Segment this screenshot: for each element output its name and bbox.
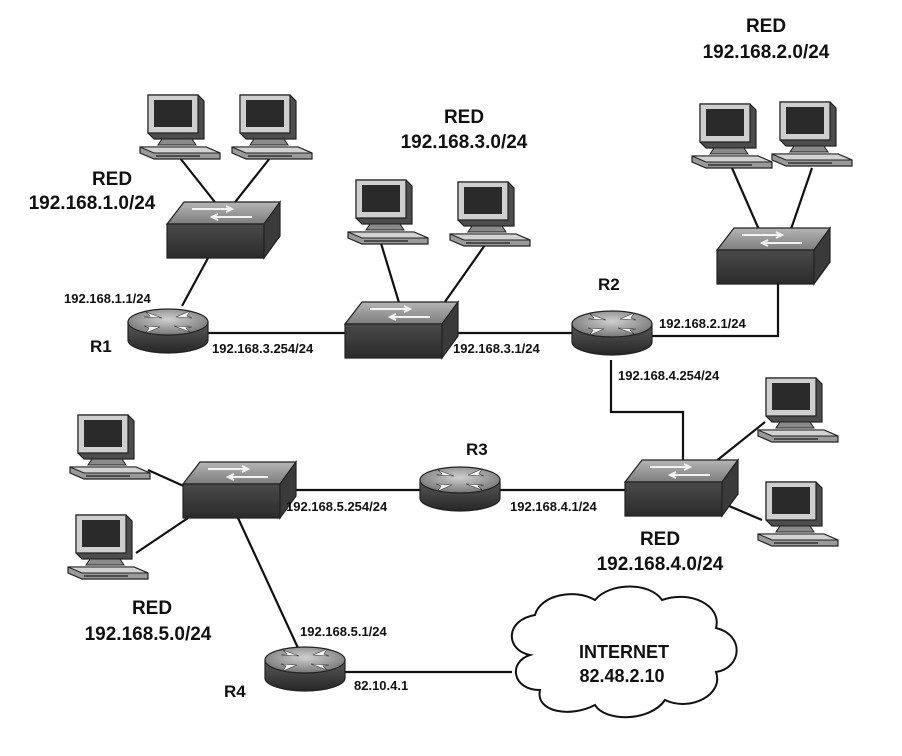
pc-icon: [347, 179, 429, 245]
link-r2-sw4: [609, 360, 685, 465]
r1-ip-net1: 192.168.1.1/24: [64, 291, 152, 306]
r1-ip-net3: 192.168.3.254/24: [212, 341, 314, 356]
r3-ip-net5: 192.168.5.254/24: [286, 499, 388, 514]
router-r2-label: R2: [598, 275, 620, 294]
switch-icon: [166, 201, 281, 259]
internet-labels: INTERNET 82.48.2.10: [579, 642, 669, 686]
net2-cidr: 192.168.2.0/24: [703, 42, 830, 63]
net4-name: RED: [640, 529, 680, 550]
link-pc1b-sw1: [231, 157, 271, 207]
router-icon: [571, 310, 653, 356]
link-r2-sw2: [652, 282, 780, 338]
connections: [135, 157, 814, 674]
switch-icon: [624, 459, 739, 517]
link-pc3b-sw3: [441, 244, 486, 307]
net3-name: RED: [444, 107, 484, 128]
link-pc5b-sw5: [135, 517, 189, 554]
router-icon: [127, 308, 209, 354]
link-pc3a-sw3: [378, 239, 402, 307]
net5-name: RED: [132, 598, 172, 619]
internet-cloud-icon: [510, 585, 738, 719]
pc-icon: [231, 94, 313, 160]
switch-icon: [716, 227, 831, 285]
pc-icon: [691, 103, 773, 169]
network-labels: RED 192.168.1.0/24 RED 192.168.3.0/24 RE…: [29, 16, 830, 645]
router-r1-label: R1: [90, 337, 112, 356]
router-labels: R1 192.168.1.1/24 192.168.3.254/24 R2 19…: [64, 275, 747, 701]
pc-icon: [69, 414, 151, 480]
r4-ip-wan: 82.10.4.1: [354, 678, 408, 693]
r2-ip-net4: 192.168.4.254/24: [618, 368, 720, 383]
r3-ip-net4: 192.168.4.1/24: [510, 499, 598, 514]
r4-ip-net5: 192.168.5.1/24: [300, 624, 388, 639]
router-icon: [264, 646, 346, 692]
pc-icon: [771, 101, 853, 167]
link-sw5-r4: [237, 517, 299, 649]
net4-cidr: 192.168.4.0/24: [597, 554, 724, 575]
router-r3-label: R3: [466, 440, 488, 459]
r2-ip-net2: 192.168.2.1/24: [659, 316, 747, 331]
link-pc2b-sw2: [788, 167, 814, 233]
router-icon: [419, 466, 501, 512]
net2-name: RED: [746, 16, 786, 37]
net1-name: RED: [92, 169, 132, 190]
net3-cidr: 192.168.3.0/24: [401, 132, 528, 153]
switch-icon: [344, 301, 459, 359]
link-pc5a-sw5: [147, 468, 189, 490]
router-r4-label: R4: [224, 682, 246, 701]
pc-icon: [757, 481, 839, 547]
link-sw1-r1: [181, 257, 209, 307]
internet-label: INTERNET: [579, 642, 669, 662]
net1-cidr: 192.168.1.0/24: [29, 193, 156, 214]
pc-icon: [757, 377, 839, 443]
internet-ip: 82.48.2.10: [579, 666, 664, 686]
r2-ip-net3: 192.168.3.1/24: [453, 341, 541, 356]
pc-icon: [449, 181, 531, 247]
link-pc1a-sw1: [179, 157, 219, 207]
net5-cidr: 192.168.5.0/24: [85, 624, 212, 645]
pc-icon: [139, 94, 221, 160]
link-pc4a-sw4: [709, 421, 766, 467]
pc-icon: [67, 514, 149, 580]
link-pc2a-sw2: [730, 167, 762, 233]
switch-icon: [182, 461, 297, 519]
